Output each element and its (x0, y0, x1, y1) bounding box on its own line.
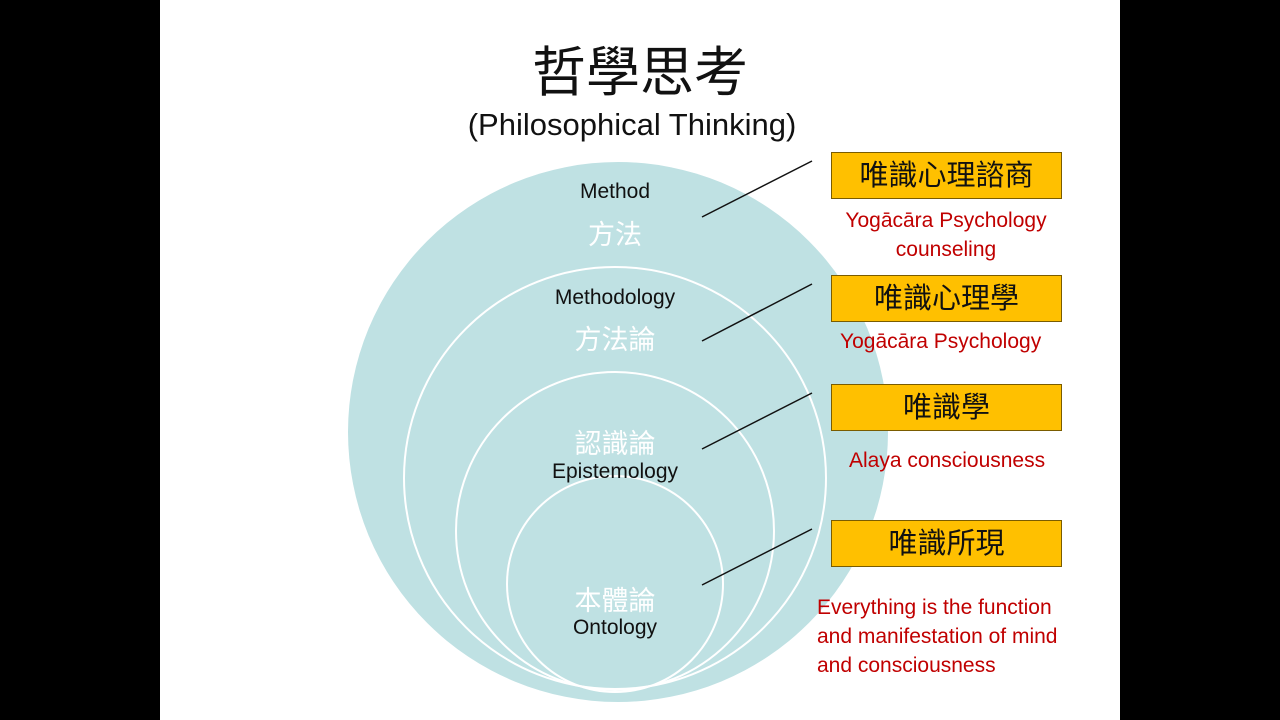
layer-ontology-en: Ontology (572, 616, 658, 639)
box-yogacara-counseling: 唯識心理諮商 (831, 152, 1062, 199)
layer-epistemology-zh: 認識論 (574, 429, 656, 460)
layer-method-en: Method (579, 180, 651, 203)
box-yogacara-study: 唯識學 (831, 384, 1062, 431)
slide-subtitle: (Philosophical Thinking) (467, 107, 797, 142)
box-yogacara-psychology: 唯識心理學 (831, 275, 1062, 322)
connector-line-methodology (701, 283, 813, 342)
slide-title: 哲學思考 (532, 41, 748, 104)
desc-alaya-consciousness: Alaya consciousness (849, 449, 1046, 472)
layer-method-zh: 方法 (588, 220, 642, 251)
box-consciousness-manifest: 唯識所現 (831, 520, 1062, 567)
connector-line-epistemology (701, 392, 813, 450)
nested-circles-diagram (348, 160, 888, 702)
connector-line-method (701, 160, 813, 218)
layer-methodology-en: Methodology (554, 286, 676, 309)
layer-ontology-zh: 本體論 (574, 586, 656, 617)
connector-line-ontology (701, 528, 813, 586)
desc-function-manifestation: Everything is the function and manifesta… (817, 596, 1058, 677)
slide: 哲學思考 (Philosophical Thinking) Method 方法 … (160, 0, 1120, 720)
desc-yogacara-psychology: Yogācāra Psychology (840, 330, 1042, 353)
circle-method (348, 162, 888, 702)
circle-epistemology (455, 371, 775, 691)
layer-epistemology-en: Epistemology (551, 460, 679, 483)
layer-methodology-zh: 方法論 (574, 325, 656, 356)
circle-ontology (506, 475, 724, 693)
desc-yogacara-counseling: Yogācāra Psychology counseling (845, 209, 1047, 261)
